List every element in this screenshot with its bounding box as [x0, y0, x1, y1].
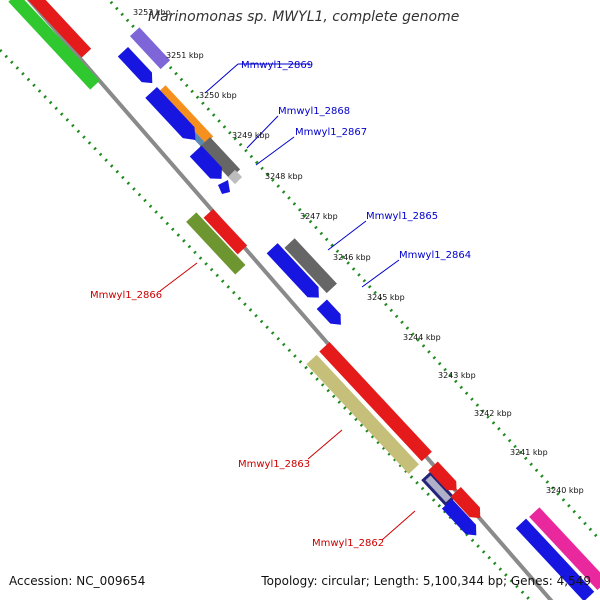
- tick-label: 3245 kbp: [367, 293, 405, 302]
- gene-label-mmwyl1-2863[interactable]: Mmwyl1_2863: [238, 459, 310, 470]
- label-leader-line: [381, 510, 416, 541]
- red-gene-arrow[interactable]: [450, 487, 486, 523]
- gene-label-mmwyl1-2869[interactable]: Mmwyl1_2869: [241, 60, 313, 71]
- label-leader-line: [204, 63, 239, 94]
- light-gray-gene-block[interactable]: [227, 169, 243, 185]
- small-blue-gene-arrow[interactable]: [218, 180, 230, 194]
- khaki-gene-block[interactable]: [306, 354, 419, 474]
- tick-label: 3248 kbp: [265, 172, 303, 181]
- light-gene-block[interactable]: [425, 475, 452, 503]
- olive-gene-block[interactable]: [186, 212, 246, 275]
- tick-label: 3240 kbp: [546, 486, 584, 495]
- gene-label-mmwyl1-2864[interactable]: Mmwyl1_2864: [399, 250, 471, 261]
- blue-gene-arrow[interactable]: [316, 299, 346, 329]
- label-leader-line: [255, 136, 295, 166]
- outer-dotted-rail: [107, 0, 600, 542]
- tick-label: 3241 kbp: [510, 448, 548, 457]
- accession-label: Accession: NC_009654: [9, 574, 146, 588]
- genome-summary-label: Topology: circular; Length: 5,100,344 bp…: [261, 574, 591, 588]
- blue-gene-arrow[interactable]: [266, 243, 324, 303]
- magenta-gene-block[interactable]: [529, 507, 600, 590]
- tick-label: 3246 kbp: [333, 253, 371, 262]
- blue-gene-block[interactable]: [515, 518, 595, 600]
- blue-gene-arrow[interactable]: [189, 145, 228, 185]
- tick-label: 3251 kbp: [166, 51, 204, 60]
- gray-gene-block[interactable]: [199, 137, 241, 179]
- label-leader-line: [361, 259, 400, 288]
- blue-gene-arrow[interactable]: [441, 499, 482, 540]
- red-gene-block[interactable]: [319, 341, 432, 462]
- red-gene-block[interactable]: [13, 0, 92, 58]
- gray-gene-block[interactable]: [284, 238, 337, 294]
- gene-label-mmwyl1-2866[interactable]: Mmwyl1_2866: [90, 290, 162, 301]
- blue-gene-arrow[interactable]: [117, 46, 158, 88]
- label-leader-line: [246, 115, 279, 149]
- genome-title: Marinomonas sp. MWYL1, complete genome: [148, 9, 460, 25]
- gene-label-mmwyl1-2867[interactable]: Mmwyl1_2867: [295, 127, 367, 138]
- red-gene-block[interactable]: [203, 208, 248, 255]
- tick-label: 3244 kbp: [403, 333, 441, 342]
- gene-label-mmwyl1-2865[interactable]: Mmwyl1_2865: [366, 211, 438, 222]
- violet-gene-block[interactable]: [129, 27, 171, 70]
- tick-label: 3243 kbp: [438, 371, 476, 380]
- label-leader-line: [327, 220, 367, 251]
- tick-label: 3252 kbp: [133, 8, 171, 17]
- gene-label-mmwyl1-2868[interactable]: Mmwyl1_2868: [278, 106, 350, 117]
- label-leader-line: [307, 429, 343, 460]
- orange-gene-block[interactable]: [158, 85, 214, 144]
- tick-label: 3249 kbp: [232, 131, 270, 140]
- tick-label: 3242 kbp: [474, 409, 512, 418]
- green-gene-block[interactable]: [8, 0, 100, 90]
- tick-label: 3250 kbp: [199, 91, 237, 100]
- red-gene-arrow[interactable]: [428, 461, 461, 495]
- blue-gene-arrow[interactable]: [145, 86, 201, 145]
- tick-label: 3247 kbp: [300, 212, 338, 221]
- label-leader-line: [159, 262, 198, 292]
- gene-label-mmwyl1-2862[interactable]: Mmwyl1_2862: [312, 538, 384, 549]
